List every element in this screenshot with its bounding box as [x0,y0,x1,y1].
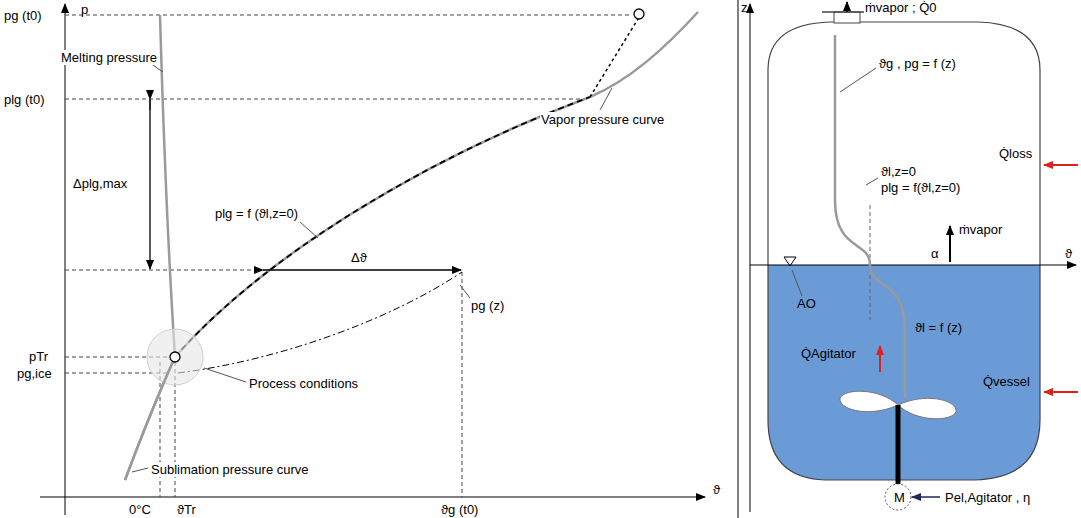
pressure-label: pg (t0) [3,8,43,23]
impeller-blade [898,398,956,418]
curve-label: Vapor pressure curve [540,112,665,127]
reference-lines [65,15,632,497]
temperature-label: 0°C [128,502,152,517]
leader [792,270,802,296]
impeller-blade [840,391,898,411]
gas-state-point [634,9,644,19]
heat-loss-arrow [1044,164,1078,166]
plg-curve [175,97,590,357]
temperature-label: ϑg (t0) [440,502,479,517]
leader [866,178,878,185]
melting-curve [160,15,175,357]
shaft [896,405,901,484]
vapor-out-arrow [846,2,848,12]
profile-label: ϑl = f (z) [914,320,963,335]
pressure-label: pTr [28,349,49,364]
curve-label: Melting pressure [60,50,158,65]
axis-label: ϑ [1064,246,1073,261]
leader [840,68,876,92]
power-label: Pel,Agitator , η [944,490,1031,505]
leader [300,222,318,238]
dp-max-arrow [149,99,150,269]
profile-label: plg = f(ϑl,z=0) [880,180,961,195]
p-axis [65,4,66,515]
theta-axis [40,497,705,498]
level-symbol [784,257,796,266]
area-label: AO [796,296,817,311]
vapor-flux-arrow [949,226,951,262]
dtheta-arrow [263,269,461,270]
flow-label: ṁvapor ; Q̇0 [864,0,938,15]
plg-t0-line [65,99,585,100]
motor-label: M [893,490,906,505]
leader [132,468,148,472]
gas-line [590,19,638,97]
flow-label: ṁvapor [958,222,1003,237]
pg-z-curve [178,272,462,373]
heat-label: Q̇vessel [982,374,1031,389]
curve-label: pg (z) [470,298,505,313]
axis-label: z [740,0,749,15]
process-region [147,329,203,385]
temperature-profile [835,35,905,398]
z-axis [750,4,751,512]
delta-label: Δplg,max [72,176,128,191]
axis-label: ϑ [712,482,721,497]
vapor-nozzle [834,12,860,23]
profile-label: ϑl,z=0 [880,164,917,179]
leader [460,285,470,298]
vessel-wall [768,22,1040,480]
pmin-line [65,270,262,271]
coefficient-label: α [930,246,940,261]
vessel-heat-arrow [1044,391,1078,393]
leader [600,88,612,110]
motor [885,484,911,510]
pressure-label: pg,ice [16,366,53,381]
curve-label: plg = f (ϑl,z=0) [214,206,299,221]
heat-label: Q̇Agitator [800,346,857,361]
heat-label: Q̇loss [998,146,1033,161]
delta-label: Δϑ [350,250,368,265]
agitator-heat-arrow [879,346,881,372]
region-label: Process conditions [248,376,359,391]
leaders-right [792,68,878,296]
process-point [170,352,180,362]
temperature-label: ϑTr [176,502,197,517]
axis-label: p [80,2,89,17]
power-arrow [912,496,940,498]
curve-label: Sublimation pressure curve [150,462,310,477]
pg-t0-line [65,15,632,16]
pressure-label: plg (t0) [3,92,45,107]
leader [204,368,246,382]
profile-label: ϑg , pg = f (z) [878,56,957,71]
theta-axis-right [750,265,1076,266]
panel-divider [738,0,739,518]
vapor-pressure-curve [125,12,698,480]
theta-g-line [462,272,463,497]
